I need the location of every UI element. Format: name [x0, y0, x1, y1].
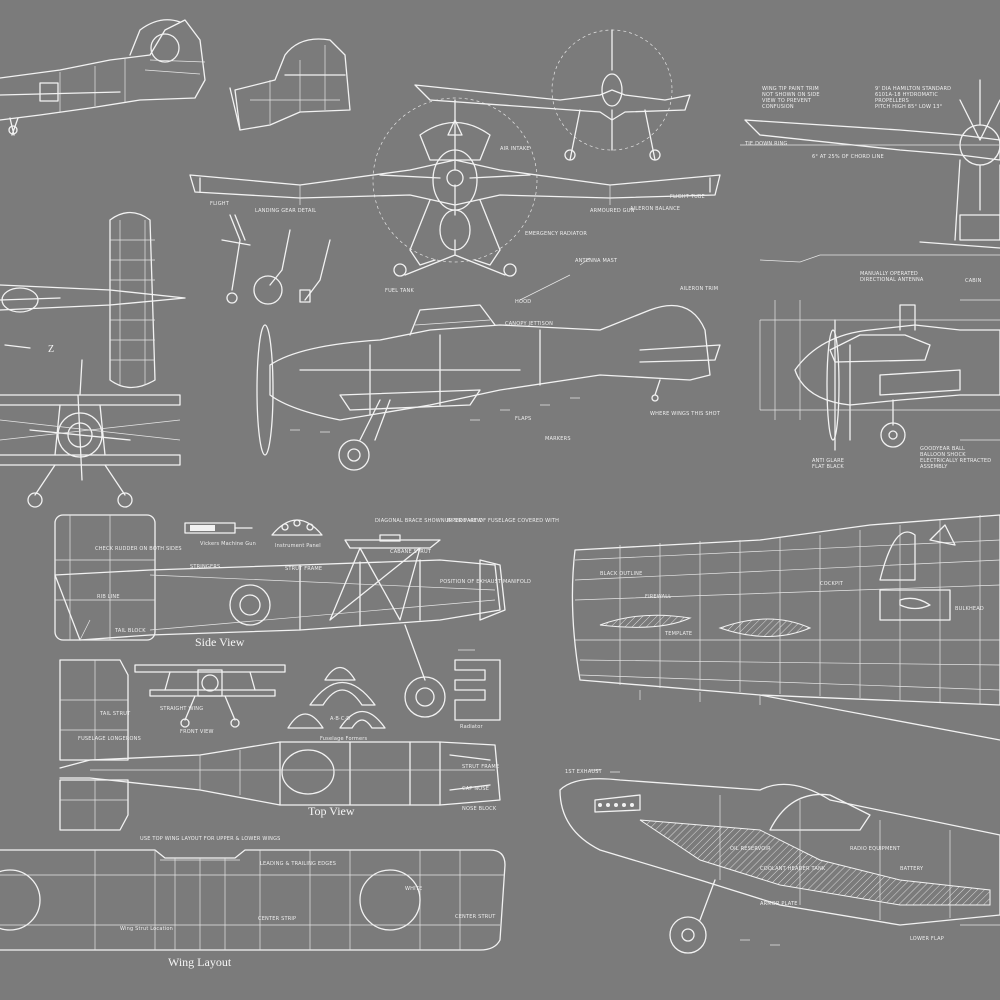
svg-text:1ST EXHAUST: 1ST EXHAUST — [565, 769, 603, 775]
svg-text:BATTERY: BATTERY — [900, 866, 924, 872]
svg-text:CONFUSION: CONFUSION — [762, 104, 794, 110]
svg-text:BLACK OUTLINE: BLACK OUTLINE — [600, 571, 642, 577]
svg-text:PROPELLERS: PROPELLERS — [875, 98, 909, 104]
svg-text:9' DIA HAMILTON STANDARD: 9' DIA HAMILTON STANDARD — [875, 86, 951, 92]
svg-text:LEADING & TRAILING EDGES: LEADING & TRAILING EDGES — [260, 861, 336, 867]
svg-text:USE TOP WING LAYOUT FOR UPPER: USE TOP WING LAYOUT FOR UPPER & LOWER WI… — [140, 836, 281, 842]
svg-text:CENTER STRIP: CENTER STRIP — [258, 916, 296, 922]
vickers-gun-label: Vickers Machine Gun — [200, 541, 256, 547]
svg-text:STRAIGHT WING: STRAIGHT WING — [160, 706, 203, 712]
fighter-front-view: FLIGHT FUEL TANK EMERGENCY RADIATOR ARMO… — [189, 97, 721, 294]
svg-text:DIRECTIONAL ANTENNA: DIRECTIONAL ANTENNA — [860, 277, 924, 283]
fuselage-structure: BLACK OUTLINE FIREWALL TEMPLATE COCKPIT … — [571, 514, 1000, 741]
svg-text:FLAPS: FLAPS — [515, 416, 531, 422]
svg-text:TEMPLATE: TEMPLATE — [664, 631, 692, 637]
svg-text:CHECK RUDDER ON BOTH SIDES: CHECK RUDDER ON BOTH SIDES — [95, 546, 182, 552]
small-aircraft-top-view: Z — [0, 211, 186, 389]
svg-text:TAIL STRUT: TAIL STRUT — [99, 711, 131, 717]
p51-cutaway: 1ST EXHAUST OIL RESERVOIR COOLANT HEADER… — [559, 769, 1000, 954]
svg-text:FIREWALL: FIREWALL — [645, 594, 671, 600]
instrument-panel-label: Instrument Panel — [275, 543, 321, 549]
monoplane-side-view — [0, 19, 206, 136]
tail-detail — [229, 38, 351, 131]
svg-text:CANOPY JETTISON: CANOPY JETTISON — [505, 321, 553, 327]
wing-layout: Wing Layout USE TOP WING LAYOUT FOR UPPE… — [0, 836, 506, 969]
svg-text:EMERGENCY RADIATOR: EMERGENCY RADIATOR — [525, 231, 587, 237]
svg-text:WHERE WINGS THIS SHOT: WHERE WINGS THIS SHOT — [650, 411, 721, 417]
radiator-label: Radiator — [460, 724, 483, 730]
twin-engine-side-view: MANUALLY OPERATED DIRECTIONAL ANTENNA AN… — [759, 254, 1000, 470]
svg-text:MARKERS: MARKERS — [545, 436, 571, 442]
svg-text:Z: Z — [48, 344, 54, 355]
svg-text:COOLANT HEADER TANK: COOLANT HEADER TANK — [760, 866, 826, 872]
svg-text:ARMOR PLATE: ARMOR PLATE — [760, 901, 798, 907]
svg-text:FLAT BLACK: FLAT BLACK — [812, 464, 844, 470]
svg-text:POSITION OF EXHAUST MANIFOLD: POSITION OF EXHAUST MANIFOLD — [440, 579, 531, 585]
svg-text:RIB LINE: RIB LINE — [97, 594, 120, 600]
svg-text:PITCH HIGH 85° LOW 13°: PITCH HIGH 85° LOW 13° — [875, 104, 943, 110]
svg-text:ANTI GLARE: ANTI GLARE — [812, 458, 844, 464]
svg-text:AILERON TRIM: AILERON TRIM — [680, 286, 718, 292]
top-view-caption: Top View — [308, 804, 355, 818]
svg-text:WHITE: WHITE — [405, 886, 422, 892]
gun-and-panel-details: Vickers Machine Gun Instrument Panel — [184, 519, 323, 549]
spad-top-view: Top View FUSELAGE LONGERONS NOSE BLOCK T… — [59, 659, 501, 831]
svg-text:LOWER FLAP: LOWER FLAP — [910, 936, 944, 942]
spad-front-and-formers: STRAIGHT WING FRONT VIEW A·B·C·D Fuselag… — [134, 649, 501, 742]
svg-text:CENTER STRUT: CENTER STRUT — [455, 914, 496, 920]
side-view-caption: Side View — [195, 635, 245, 649]
wing-strut-label: Wing Strut Location — [120, 926, 173, 932]
svg-text:RADIO EQUIPMENT: RADIO EQUIPMENT — [850, 846, 901, 852]
svg-text:BULKHEAD: BULKHEAD — [955, 606, 984, 612]
svg-text:AIR INTAKE: AIR INTAKE — [500, 146, 530, 152]
svg-text:NOSE BLOCK: NOSE BLOCK — [462, 806, 497, 812]
svg-text:DIAGONAL BRACE SHOWN IN SIDE V: DIAGONAL BRACE SHOWN IN SIDE VIEW — [375, 518, 482, 524]
svg-text:FLIGHT TUBE: FLIGHT TUBE — [670, 194, 705, 200]
svg-text:OIL RESERVOIR: OIL RESERVOIR — [730, 846, 771, 852]
landing-gear-parts — [221, 214, 331, 305]
small-front-view — [414, 29, 691, 161]
spad-side-view: Side View CHECK RUDDER ON BOTH SIDES RIB… — [54, 514, 559, 718]
svg-text:STRUT FRAME: STRUT FRAME — [285, 566, 322, 572]
svg-text:UPPER PART OF FUSELAGE COVERED: UPPER PART OF FUSELAGE COVERED WITH — [445, 518, 559, 524]
svg-text:ASSEMBLY: ASSEMBLY — [920, 464, 948, 470]
chord-line-note: 6° AT 25% OF CHORD LINE — [812, 154, 884, 160]
landing-gear-detail-label: LANDING GEAR DETAIL — [255, 208, 316, 214]
wing-layout-caption: Wing Layout — [168, 955, 232, 969]
svg-text:COCKPIT: COCKPIT — [820, 581, 844, 587]
svg-text:TAIL BLOCK: TAIL BLOCK — [114, 628, 146, 634]
svg-text:HOOD: HOOD — [515, 299, 531, 305]
tie-down-ring-note: TIE DOWN RING — [744, 141, 788, 147]
svg-text:STRINGERS: STRINGERS — [190, 564, 220, 570]
svg-text:BALLOON SHOCK: BALLOON SHOCK — [920, 452, 966, 458]
svg-text:STRUT FRAME: STRUT FRAME — [462, 764, 499, 770]
svg-text:ANTENNA MAST: ANTENNA MAST — [575, 258, 618, 264]
svg-text:6101A-18 HYDROMATIC: 6101A-18 HYDROMATIC — [875, 92, 938, 98]
svg-text:CABANE STRUT: CABANE STRUT — [390, 549, 432, 555]
svg-text:VIEW TO PREVENT: VIEW TO PREVENT — [762, 98, 812, 104]
fuselage-formers-label: Fuselage Formers — [320, 736, 367, 742]
svg-text:FUEL TANK: FUEL TANK — [385, 288, 414, 294]
svg-text:FLIGHT: FLIGHT — [210, 201, 230, 207]
svg-text:FUSELAGE LONGERONS: FUSELAGE LONGERONS — [78, 736, 141, 742]
svg-text:GOODYEAR BALL: GOODYEAR BALL — [920, 446, 965, 452]
svg-text:CABIN: CABIN — [965, 278, 982, 284]
svg-text:WING TIP PAINT TRIM: WING TIP PAINT TRIM — [762, 86, 819, 92]
svg-text:CAP NOSE: CAP NOSE — [462, 786, 489, 792]
svg-text:ELECTRICALLY RETRACTED: ELECTRICALLY RETRACTED — [920, 458, 991, 464]
bf109-side-view: ANTENNA MAST HOOD CANOPY JETTISON AILERO… — [256, 257, 721, 471]
svg-text:MANUALLY OPERATED: MANUALLY OPERATED — [860, 271, 918, 277]
biplane-front-view — [0, 359, 181, 508]
svg-text:NOT SHOWN ON SIDE: NOT SHOWN ON SIDE — [762, 92, 820, 98]
twin-engine-front-view: WING TIP PAINT TRIM NOT SHOWN ON SIDE VI… — [740, 79, 1000, 249]
svg-text:FRONT VIEW: FRONT VIEW — [180, 729, 214, 735]
svg-text:A·B·C·D: A·B·C·D — [330, 716, 350, 722]
svg-text:AILERON BALANCE: AILERON BALANCE — [630, 206, 680, 212]
svg-text:ARMOURED GUN: ARMOURED GUN — [590, 208, 635, 214]
